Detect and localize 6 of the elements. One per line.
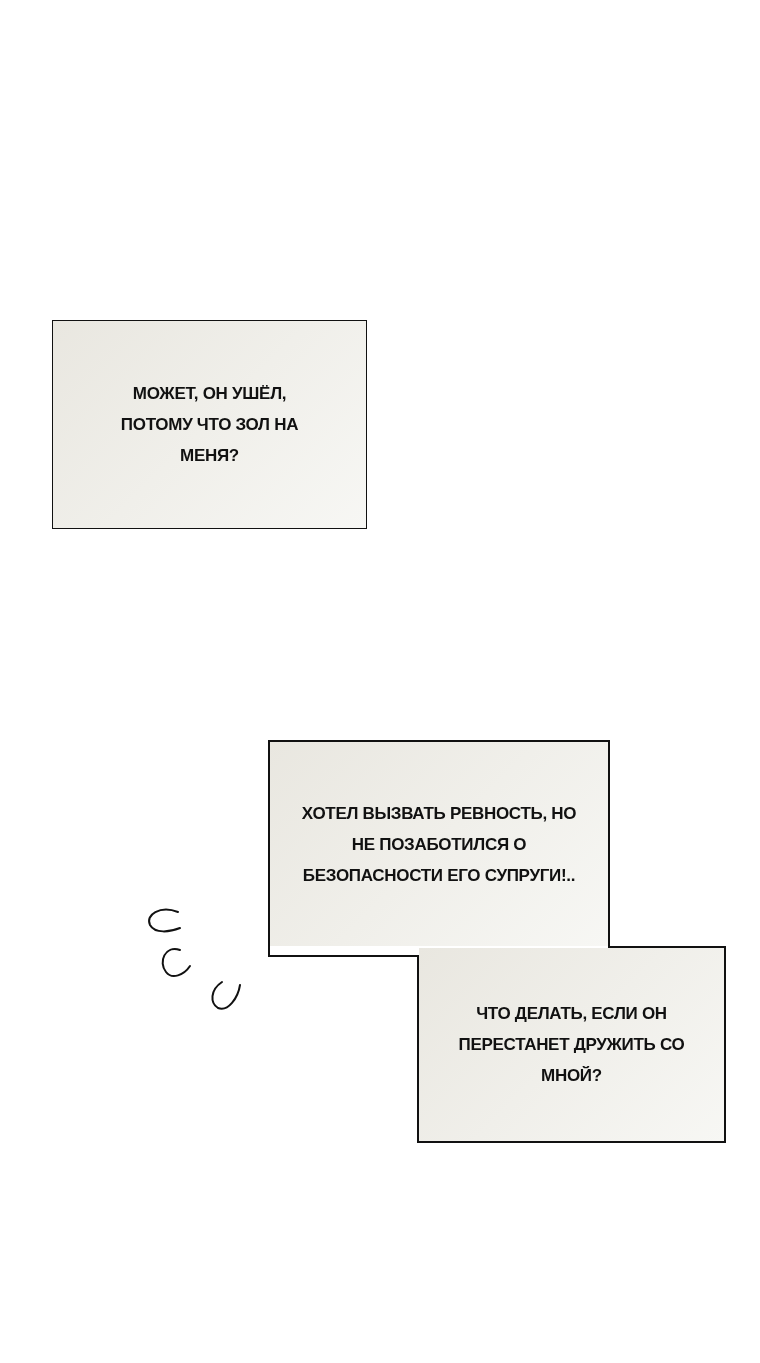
caption-text: ХОТЕЛ ВЫЗВАТЬ РЕВНОСТЬ, НО НЕ ПОЗАБОТИЛСЯ О БЕЗОПАСНОСТИ ЕГО СУПРУГИ!.. [300,802,578,887]
caption-box [270,742,608,946]
caption-text: ЧТО ДЕЛАТЬ, ЕСЛИ ОН ПЕРЕСТАНЕТ ДРУЖИТЬ СО МНОЙ? [457,1003,686,1087]
caption-box [419,948,724,1141]
caption-text: МОЖЕТ, ОН УШЁЛ, ПОТОМУ ЧТО ЗОЛ НА МЕНЯ? [119,383,300,467]
caption-box [52,320,367,529]
